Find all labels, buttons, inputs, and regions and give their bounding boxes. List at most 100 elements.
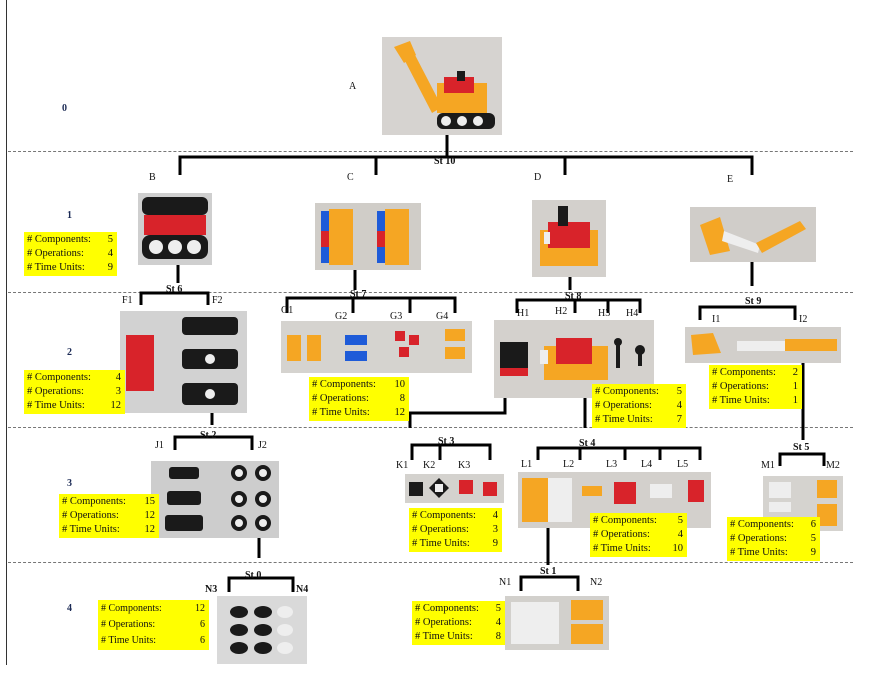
node-J1-label: J1 [155,440,164,451]
station-0-label: St 0 [245,570,262,581]
operations-value: 3 [492,524,498,535]
time-units-label: # Time Units: [412,538,470,549]
station-1-label: St 1 [540,566,557,577]
time-units-label: # Time Units: [312,407,370,418]
info-box-M: # Components:6 # Operations:5 # Time Uni… [727,517,820,561]
photo-B-chassis [138,193,212,265]
node-L4-label: L4 [641,459,653,470]
time-units-value: 7 [676,414,682,425]
level-separator-2-3 [8,427,853,428]
photo-N3-N4-tires [217,596,307,664]
node-N4-label: N4 [296,584,309,595]
components-value: 5 [495,603,501,614]
station-4-label: St 4 [579,438,596,449]
operations-label: # Operations: [712,381,769,392]
operations-label: # Operations: [312,393,369,404]
node-N3-label: N3 [205,584,218,595]
operations-value: 5 [810,533,816,544]
node-A-label: A [349,81,357,92]
photo-C-side-panels [315,203,421,270]
photo-G-plates [281,321,472,373]
node-F1-label: F1 [122,295,133,306]
time-units-label: # Time Units: [415,631,473,642]
time-units-value: 9 [107,262,113,273]
node-K3-label: K3 [458,460,471,471]
operations-label: # Operations: [62,510,119,521]
operations-label: # Operations: [27,386,84,397]
info-box-N3: # Components:12 # Operations:6 # Time Un… [98,600,209,650]
components-label: # Components: [27,234,91,245]
node-G2-label: G2 [335,311,348,322]
components-value: 5 [676,386,682,397]
time-units-label: # Time Units: [27,262,85,273]
node-N1-label: N1 [499,577,512,588]
operations-value: 4 [676,400,682,411]
operations-label: # Operations: [415,617,472,628]
time-units-label: # Time Units: [27,400,85,411]
components-label: # Components: [593,515,657,526]
node-N2-label: N2 [590,577,603,588]
node-K2-label: K2 [423,460,436,471]
info-box-B: # Components:5 # Operations:4 # Time Uni… [24,232,117,276]
time-units-value: 12 [394,407,406,418]
station-8-label: St 8 [565,291,582,302]
photo-D-cabin [532,200,606,277]
operations-label: # Operations: [730,533,787,544]
time-units-value: 6 [200,635,205,646]
time-units-value: 10 [672,543,684,554]
photo-A-excavator [382,37,502,135]
components-label: # Components: [312,379,376,390]
station-2-label: St 2 [200,430,217,441]
station-10-label: St 10 [434,156,456,167]
photo-J-axles-wheels [151,461,279,538]
components-value: 4 [492,510,498,521]
components-value: 15 [144,496,156,507]
node-H4-label: H4 [626,308,639,319]
node-B-label: B [149,172,156,183]
info-box-I: # Components: 2 # Operations: 1 # Time Uni… [709,365,802,409]
node-M2-label: M2 [826,460,840,471]
node-I2-label: I2 [799,314,808,325]
photo-E-arm [690,207,816,262]
operations-value: 1 [792,381,798,392]
operations-label: # Operations: [412,524,469,535]
level-0-label: 0 [62,103,67,114]
operations-label: # Operations: [593,529,650,540]
time-units-value: 12 [110,400,122,411]
info-box-N1: # Components:5 # Operations:4 # Time Uni… [412,601,505,645]
info-box-K: # Components: 4 # Operations: 3 # Time Uni… [409,508,502,552]
components-value: 5 [107,234,113,245]
node-C-label: C [347,172,354,183]
node-D-label: D [534,172,542,183]
time-units-label: # Time Units: [101,635,157,646]
node-F2-label: F2 [212,295,223,306]
station-3-label: St 3 [438,436,455,447]
operations-label: # Operations: [101,619,156,630]
time-units-value: 9 [810,547,816,558]
photo-K-small-bricks [405,474,504,503]
level-2-label: 2 [67,347,72,358]
time-units-label: # Time Units: [712,395,770,406]
time-units-label: # Time Units: [62,524,120,535]
components-label: # Components: [62,496,126,507]
info-box-L: # Components:5 # Operations:4 # Time Uni… [590,513,687,557]
node-G3-label: G3 [390,311,403,322]
node-K1-label: K1 [396,460,409,471]
components-label: # Components: [412,510,476,521]
components-value: 2 [792,367,798,378]
node-M1-label: M1 [761,460,775,471]
components-value: 5 [677,515,683,526]
node-I1-label: I1 [712,314,721,325]
node-E-label: E [727,174,734,185]
station-9-label: St 9 [745,296,762,307]
photo-N1-N2-plates [505,596,609,650]
station-5-label: St 5 [793,442,810,453]
components-label: # Components: [595,386,659,397]
operations-value: 4 [495,617,501,628]
level-4-label: 4 [67,603,72,614]
components-label: # Components: [712,367,776,378]
photo-F-base-parts [120,311,247,413]
components-value: 12 [195,603,205,614]
